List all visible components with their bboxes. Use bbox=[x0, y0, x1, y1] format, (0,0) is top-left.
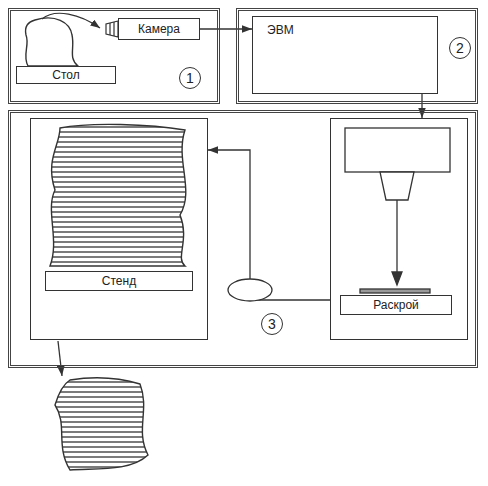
plate-label: Раскрой bbox=[340, 295, 452, 315]
callout-number: 1 bbox=[179, 67, 201, 89]
computer-box: ЭВМ bbox=[252, 16, 438, 94]
camera-box: Камера bbox=[118, 18, 200, 40]
cut-piece bbox=[228, 279, 272, 301]
stand-object bbox=[50, 124, 186, 266]
stage-region: 3 СтендРаскрой bbox=[8, 110, 478, 368]
object-outline bbox=[25, 18, 78, 66]
camera-lens bbox=[106, 21, 118, 37]
flow-arrow bbox=[208, 150, 330, 300]
view-arrow bbox=[42, 13, 100, 28]
stand-unit: Стенд bbox=[30, 118, 208, 340]
cutting-machine bbox=[345, 128, 450, 293]
box-label: ЭВМ bbox=[267, 23, 294, 37]
stage-region: 2 ЭВМ bbox=[236, 8, 478, 104]
stage-region: 1 КамераСтол bbox=[8, 8, 220, 104]
box-label: Камера bbox=[134, 22, 184, 36]
box-label: Стол bbox=[48, 68, 83, 82]
plate-label: Стенд bbox=[45, 271, 193, 291]
flow-arrow bbox=[421, 94, 422, 118]
callout-number: 2 bbox=[449, 37, 471, 59]
cutting-unit: Раскрой bbox=[330, 118, 468, 340]
callout-number: 3 bbox=[261, 313, 283, 335]
flow-arrow bbox=[200, 28, 252, 29]
result-object bbox=[55, 378, 148, 470]
table-box: Стол bbox=[16, 66, 116, 84]
output-arrow bbox=[58, 341, 62, 376]
